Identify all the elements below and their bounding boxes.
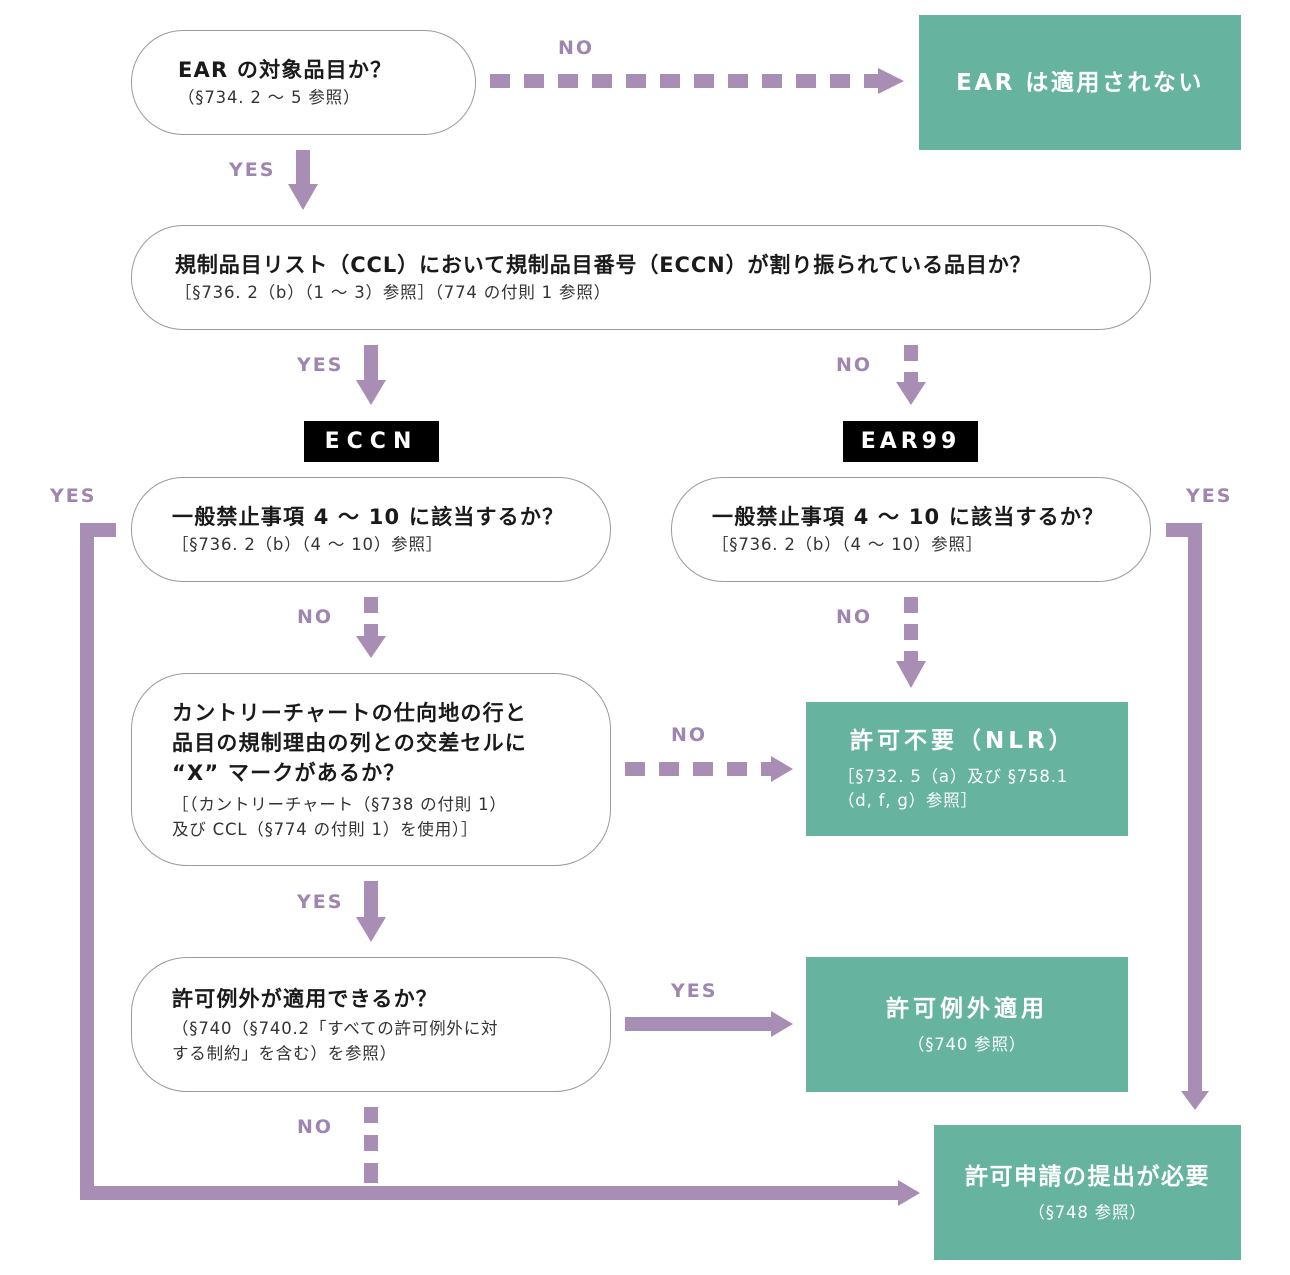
- question-title: 規制品目リスト（CCL）において規制品目番号（ECCN）が割り振られている品目か…: [175, 253, 1032, 277]
- arrow-ccl-yes: [356, 345, 386, 405]
- label-left-yes: YES: [50, 485, 97, 507]
- question-title-line-2: 品目の規制理由の列との交差セルに: [172, 730, 527, 755]
- arrow-right-yes: [1166, 523, 1209, 1110]
- result-title: 許可例外適用: [886, 995, 1048, 1022]
- label-exception-no: NO: [297, 1116, 334, 1138]
- arrow-ccl-no: [896, 345, 926, 405]
- label-exception-yes: YES: [671, 980, 718, 1002]
- question-prohibition-ear99: 一般禁止事項 4 ～ 10 に該当するか？ ［§736. 2（b）（4 ～ 10…: [671, 477, 1151, 582]
- arrow-chart-yes: [356, 881, 386, 942]
- arrow-ear-no: [490, 68, 904, 94]
- arrow-chart-no: [625, 756, 793, 782]
- label-ccl-yes: YES: [297, 354, 344, 376]
- question-reference: ［§736. 2（b）（1 ～ 3）参照］（774 の付則 1 参照）: [175, 283, 611, 302]
- result-license-required: 許可申請の提出が必要 （§748 参照）: [934, 1125, 1241, 1260]
- arrow-ear-yes: [288, 150, 318, 210]
- question-reference-line-1: （§740（§740.2「すべての許可例外に対: [172, 1018, 499, 1038]
- arrow-left-yes: [80, 523, 920, 1206]
- result-title: EAR は適用されない: [956, 69, 1204, 96]
- question-reference-line-2: 及び CCL（§774 の付則 1）を使用）］: [172, 819, 479, 839]
- result-title: 許可不要（NLR）: [850, 728, 1076, 754]
- question-reference: ［§736. 2（b）（4 ～ 10）参照］: [712, 535, 984, 554]
- arrow-prohib-eccn-no: [356, 597, 386, 658]
- label-chart-yes: YES: [297, 891, 344, 913]
- question-title-line-1: カントリーチャートの仕向地の行と: [172, 700, 527, 725]
- question-prohibition-eccn: 一般禁止事項 4 ～ 10 に該当するか？ ［§736. 2（b）（4 ～ 10…: [131, 477, 611, 582]
- question-reference: （§734. 2 ～ 5 参照）: [178, 88, 361, 107]
- question-title: 一般禁止事項 4 ～ 10 に該当するか？: [172, 505, 565, 529]
- question-title: 一般禁止事項 4 ～ 10 に該当するか？: [712, 505, 1105, 529]
- question-reference-line-1: ［（カントリーチャート（§738 の付則 1）: [172, 794, 507, 814]
- question-ccl-eccn: 規制品目リスト（CCL）において規制品目番号（ECCN）が割り振られている品目か…: [131, 225, 1151, 330]
- question-ear-target: EAR の対象品目か？ （§734. 2 ～ 5 参照）: [131, 30, 476, 135]
- result-ear-not-applicable: EAR は適用されない: [919, 15, 1241, 150]
- label-right-yes: YES: [1186, 485, 1233, 507]
- question-title: EAR の対象品目か？: [178, 58, 393, 82]
- arrow-exception-yes: [625, 1011, 793, 1037]
- result-reference: （§748 参照）: [1028, 1202, 1147, 1222]
- result-reference-line-2: （d, f, g）参照］: [838, 791, 978, 810]
- arrow-exception-no: [364, 1107, 378, 1183]
- label-ear-no: NO: [558, 37, 595, 59]
- question-license-exception: 許可例外が適用できるか？ （§740（§740.2「すべての許可例外に対 する制…: [131, 957, 611, 1092]
- question-country-chart: カントリーチャートの仕向地の行と 品目の規制理由の列との交差セルに “X” マー…: [131, 673, 611, 866]
- tag-eccn: ECCN: [304, 421, 439, 462]
- label-prohib-ear99-no: NO: [836, 606, 873, 628]
- result-nlr: 許可不要（NLR） ［§732. 5（a）及び §758.1 （d, f, g）…: [806, 702, 1128, 836]
- tag-ear99: EAR99: [843, 421, 978, 462]
- label-ear-yes: YES: [229, 159, 276, 181]
- label-chart-no: NO: [671, 724, 708, 746]
- question-reference-line-2: する制約」を含む）を参照）: [172, 1043, 397, 1063]
- question-title-line-3: “X” マークがあるか？: [172, 760, 406, 785]
- result-title: 許可申請の提出が必要: [965, 1163, 1210, 1190]
- label-ccl-no: NO: [836, 354, 873, 376]
- result-exception-applies: 許可例外適用 （§740 参照）: [806, 957, 1128, 1092]
- result-reference: （§740 参照）: [907, 1034, 1027, 1054]
- result-reference-line-1: ［§732. 5（a）及び §758.1: [838, 767, 1069, 786]
- question-reference: ［§736. 2（b）（4 ～ 10）参照］: [172, 535, 444, 554]
- label-prohib-eccn-no: NO: [297, 606, 334, 628]
- arrow-prohib-ear99-no: [896, 597, 926, 688]
- question-title: 許可例外が適用できるか？: [172, 986, 438, 1011]
